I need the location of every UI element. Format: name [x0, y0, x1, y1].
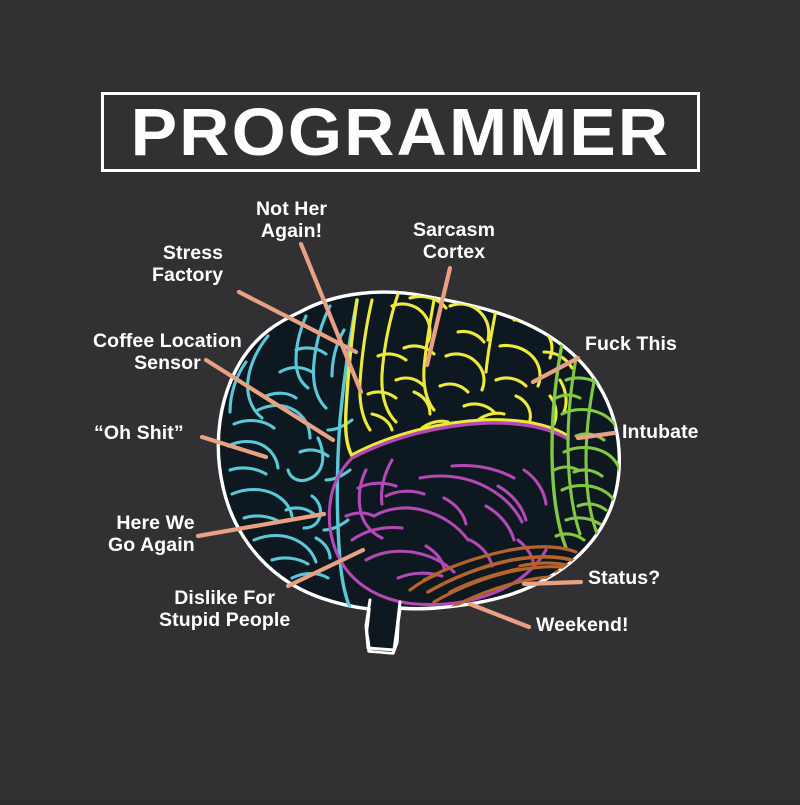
leader-here-we-go-again — [195, 511, 327, 539]
brain-label-not-her-again: Not Her Again! — [256, 198, 328, 242]
leader-weekend — [467, 601, 532, 630]
brain-label-fuck-this: Fuck This — [585, 333, 677, 355]
title-box: PROGRAMMER — [101, 92, 700, 172]
leader-not-her-again — [298, 241, 364, 395]
brain-stem — [368, 604, 398, 652]
brain-label-here-we-go-again: Here We Go Again — [108, 512, 195, 556]
leader-status — [521, 579, 584, 587]
leader-stress-factory — [236, 289, 359, 355]
page-title: PROGRAMMER — [130, 94, 671, 170]
brain-label-weekend: Weekend! — [536, 614, 629, 636]
leader-coffee-location-sensor — [203, 357, 336, 443]
frontal-lobe-cyan — [226, 298, 359, 614]
leader-dislike-stupid-people — [285, 547, 366, 589]
leader-sarcasm-cortex — [424, 265, 453, 368]
brain-label-sarcasm-cortex: Sarcasm Cortex — [413, 219, 496, 263]
brain-label-dislike-stupid-people: Dislike For Stupid People — [159, 587, 291, 631]
brain-label-oh-shit: “Oh Shit” — [94, 422, 184, 444]
leader-oh-shit — [199, 434, 269, 460]
leader-lines — [195, 241, 617, 630]
leader-fuck-this — [530, 355, 581, 385]
brain-label-status: Status? — [588, 567, 661, 589]
brain-label-coffee-location-sensor: Coffee Location Sensor — [93, 330, 242, 374]
brain-stem-outline — [364, 598, 402, 652]
leader-intubate — [575, 430, 617, 441]
brain-label-intubate: Intubate — [622, 421, 699, 443]
brain-label-stress-factory: Stress Factory — [152, 242, 224, 286]
